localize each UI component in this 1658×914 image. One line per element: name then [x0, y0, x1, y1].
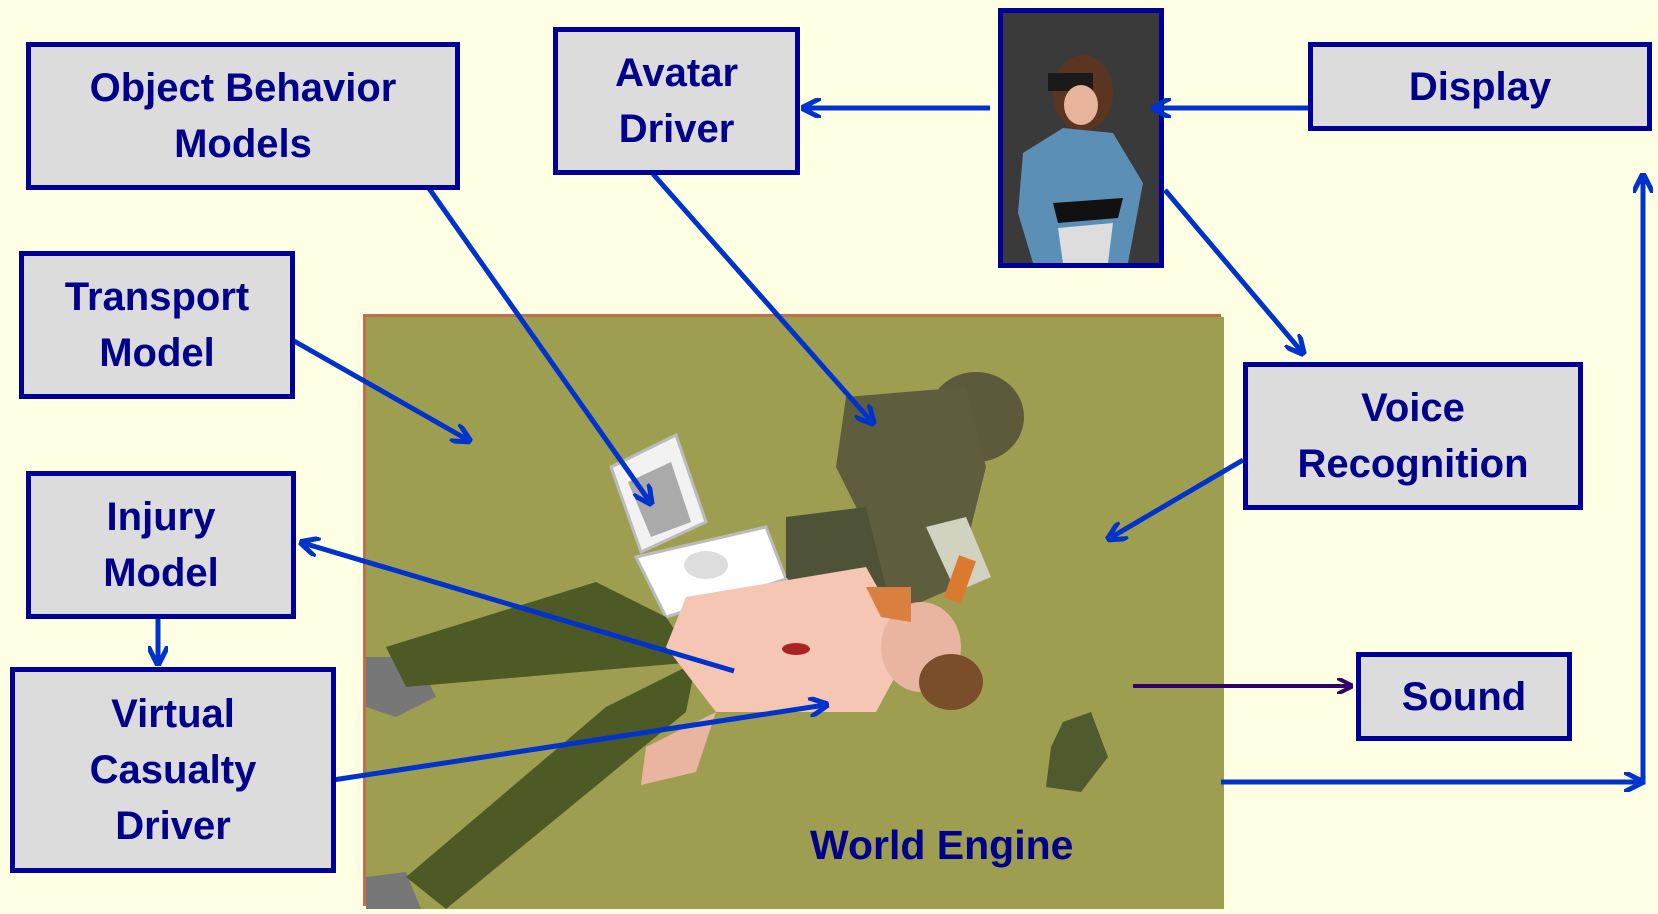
medical-kit [609, 432, 788, 619]
avatar-driver-box: Avatar Driver [553, 27, 800, 175]
object-behavior-models-box: Object Behavior Models [26, 42, 460, 190]
display-box: Display [1308, 42, 1652, 131]
world-engine-label: World Engine [810, 822, 1074, 868]
arrow-casualty-to-scene [332, 705, 825, 783]
injury-model-box: Injury Model [26, 471, 296, 619]
arrow-transport-to-scene [285, 334, 468, 440]
arrow-avatar-to-medic [651, 172, 872, 422]
arrow-scene-to-injury [303, 543, 735, 674]
arrow-voice-to-scene [1110, 457, 1245, 538]
transport-model-box: Transport Model [19, 251, 295, 399]
sound-box: Sound [1356, 652, 1572, 741]
virtual-casualty-driver-box: Virtual Casualty Driver [10, 667, 336, 873]
world-engine-scene [363, 314, 1224, 909]
casualty-figure [386, 567, 983, 909]
rock-right [1046, 712, 1108, 792]
voice-recognition-box: Voice Recognition [1243, 362, 1583, 510]
person-with-headset-image [1003, 13, 1159, 263]
arrow-object-behavior-to-kit [425, 185, 650, 502]
user-hmd-photo [998, 8, 1164, 268]
scene-illustration [366, 317, 1224, 909]
arrow-photo-to-voice [1163, 188, 1302, 352]
